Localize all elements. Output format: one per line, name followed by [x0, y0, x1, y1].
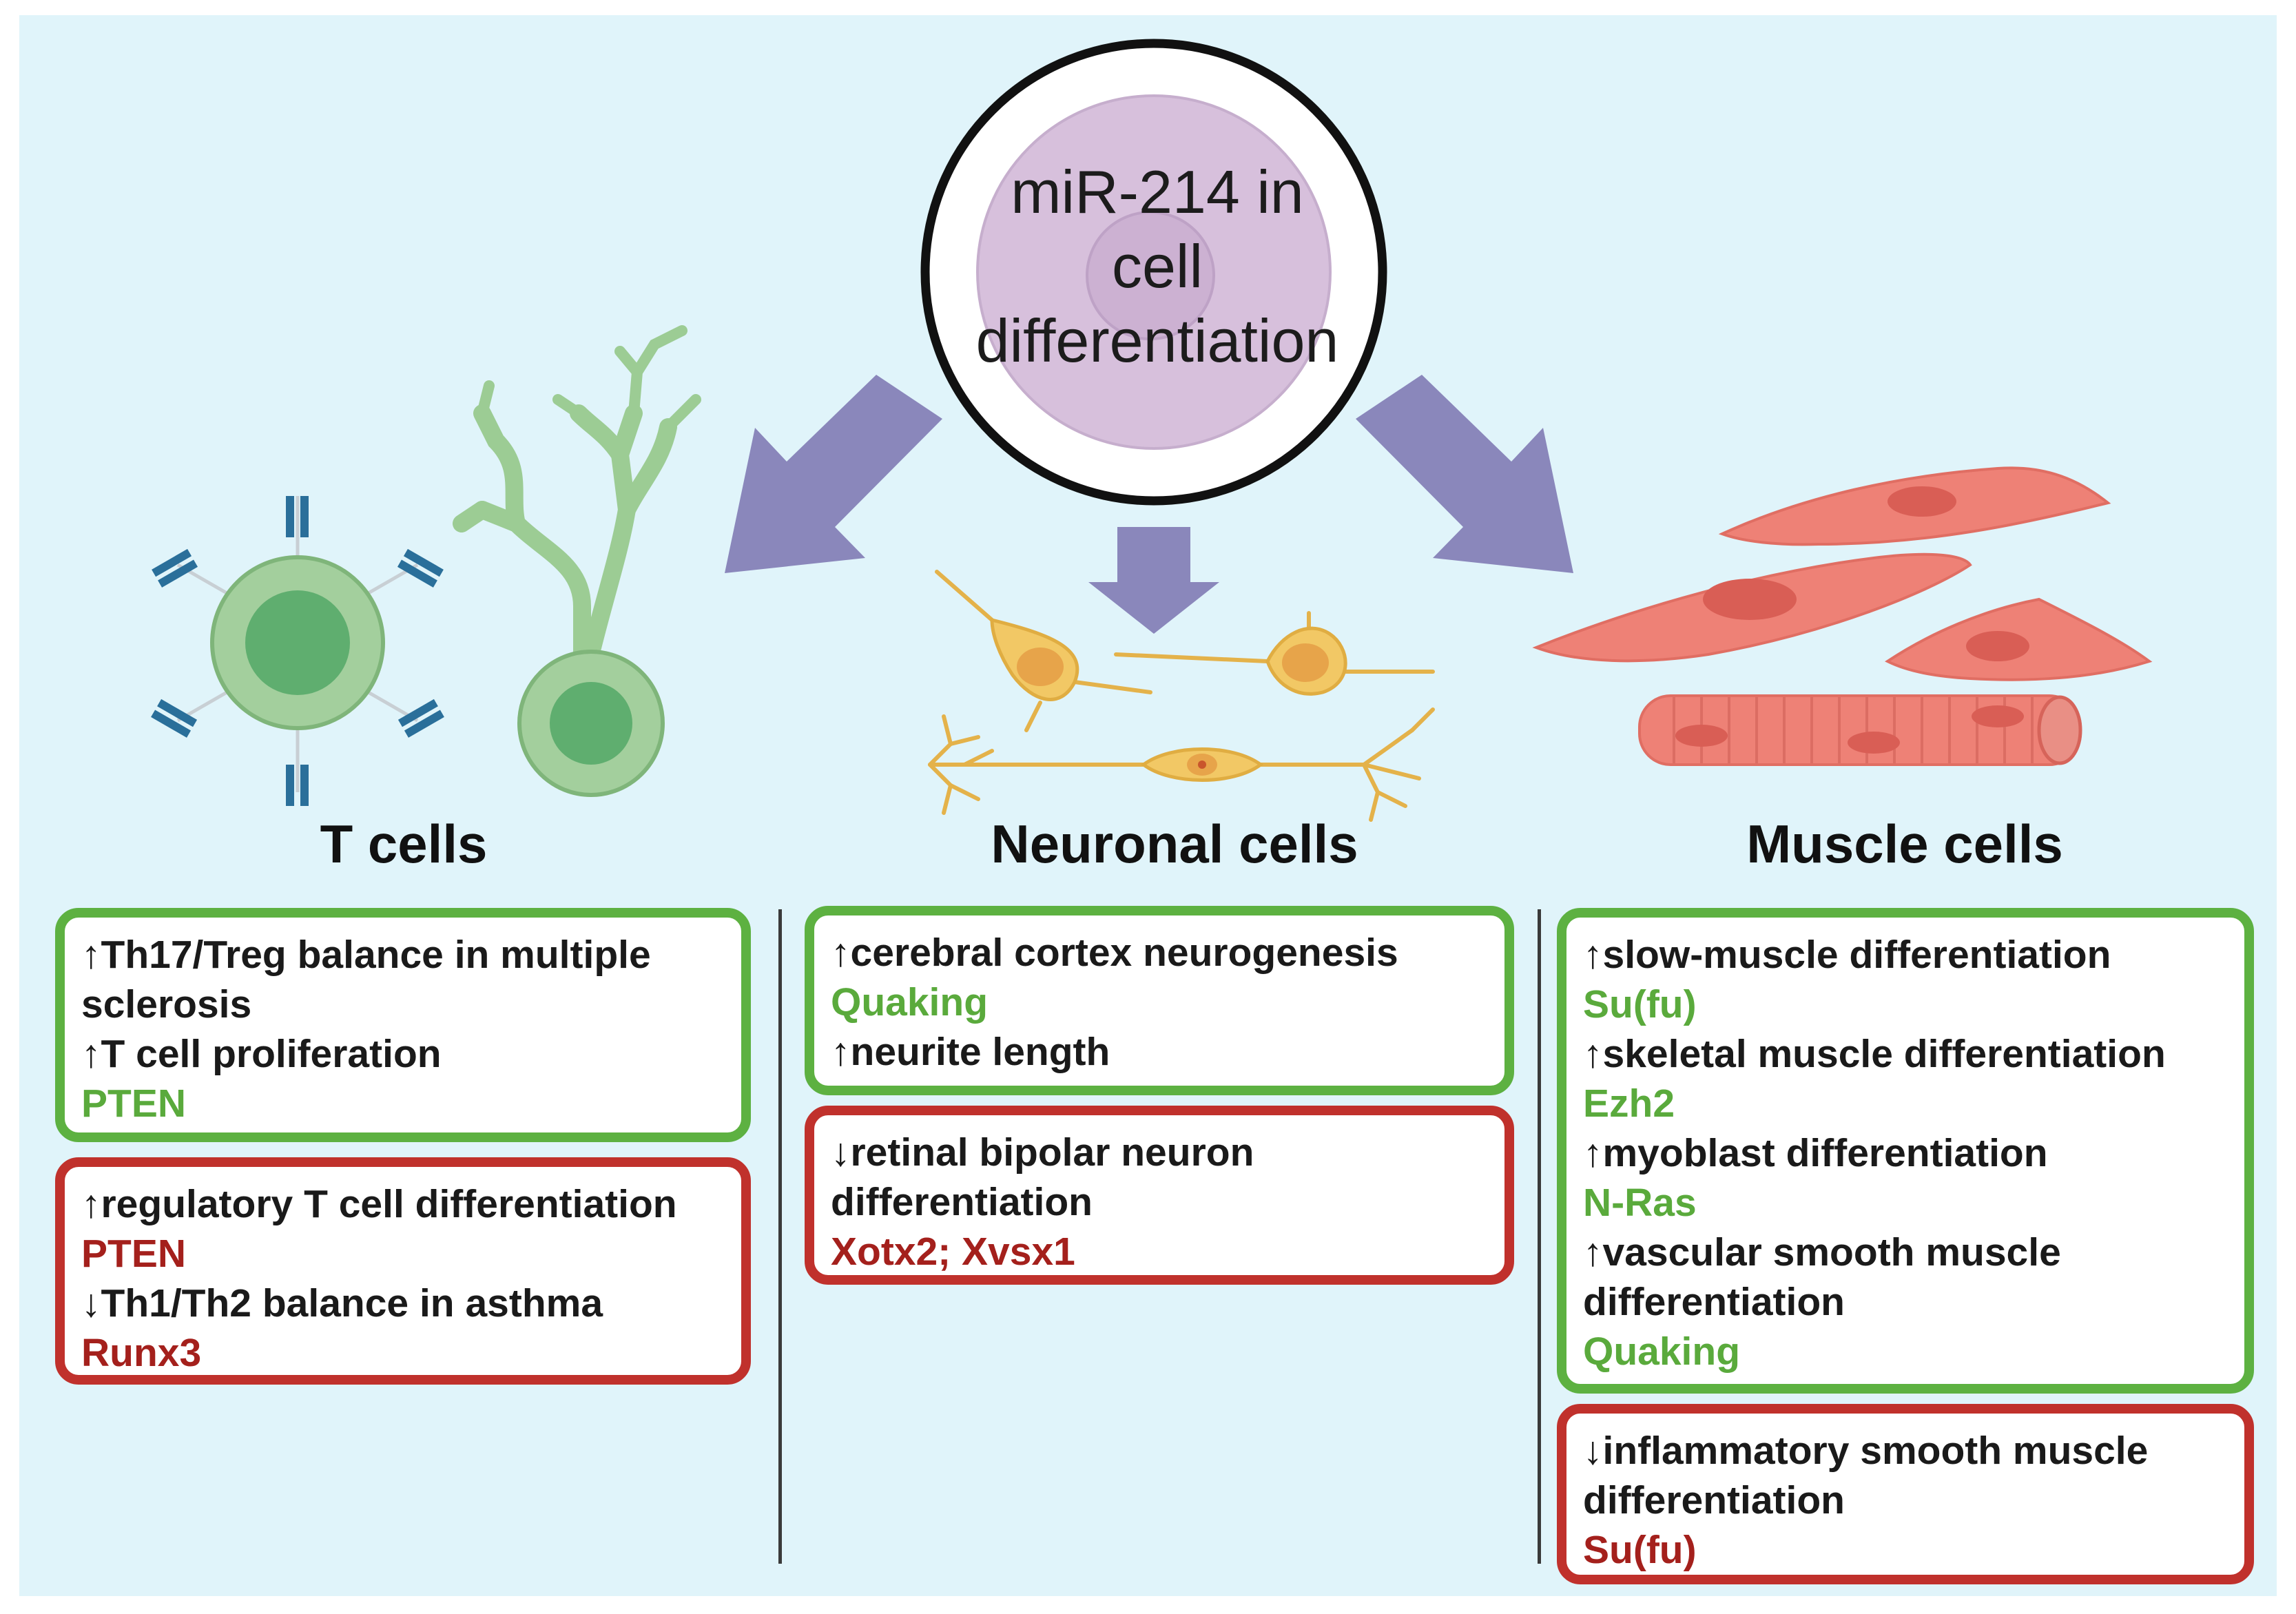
effect-text: differentiation — [1583, 1280, 1845, 1324]
center-title: miR-214 in cell differentiation — [975, 158, 1339, 375]
target-gene: PTEN — [81, 1082, 187, 1126]
effect-text: ↑vascular smooth muscle — [1583, 1230, 2061, 1274]
effect-text: differentiation — [1583, 1478, 1845, 1522]
target-gene: Quaking — [831, 980, 989, 1024]
t-cells-negative-box: ↑regulatory T cell differentiation PTEN … — [55, 1157, 751, 1385]
arrow-to-muscle-cells — [1356, 375, 1573, 573]
neuron-icons — [928, 570, 1435, 822]
muscle-positive-box: ↑slow-muscle differentiation Su(fu) ↑ske… — [1557, 908, 2254, 1394]
effect-text: ↑cerebral cortex neurogenesis — [831, 931, 1398, 975]
effect-text: ↑myoblast differentiation — [1583, 1131, 2048, 1175]
target-gene: Ezh2 — [1583, 1082, 1675, 1126]
dendritic-cell-icon — [453, 325, 701, 797]
neuronal-cells-title: Neuronal cells — [991, 814, 1358, 874]
effect-text: ↓retinal bipolar neuron — [831, 1130, 1254, 1175]
neuronal-positive-box: ↑cerebral cortex neurogenesis Quaking ↑n… — [805, 906, 1514, 1095]
effect-text: ↓inflammatory smooth muscle — [1583, 1429, 2149, 1473]
column-divider — [1538, 909, 1541, 1564]
central-cell-icon — [920, 39, 1387, 506]
t-cells-title: T cells — [320, 814, 488, 874]
effect-text: ↓Th1/Th2 balance in asthma — [81, 1281, 603, 1325]
arrow-to-t-cells — [725, 375, 942, 573]
effect-text: ↑skeletal muscle differentiation — [1583, 1032, 2166, 1076]
effect-text: differentiation — [831, 1180, 1093, 1224]
neuronal-negative-box: ↓retinal bipolar neuron differentiation … — [805, 1106, 1514, 1285]
muscle-cells-title: Muscle cells — [1746, 814, 2063, 874]
effect-text: sclerosis — [81, 982, 252, 1026]
muscle-negative-box: ↓inflammatory smooth muscle differentiat… — [1557, 1404, 2254, 1584]
target-gene: Runx3 — [81, 1331, 202, 1375]
t-cell-icon — [151, 496, 444, 806]
effect-text: ↑regulatory T cell differentiation — [81, 1182, 677, 1226]
column-divider — [778, 909, 782, 1564]
effect-text: ↑neurite length — [831, 1030, 1110, 1074]
arrow-to-neuronal-cells — [1088, 527, 1219, 634]
effect-text: ↑slow-muscle differentiation — [1583, 933, 2111, 977]
muscle-cell-icons — [1532, 466, 2153, 766]
target-gene: Su(fu) — [1583, 1528, 1697, 1572]
target-gene: Quaking — [1583, 1330, 1741, 1374]
target-gene: Su(fu) — [1583, 982, 1697, 1026]
effect-text: ↑Th17/Treg balance in multiple — [81, 933, 651, 977]
target-gene: PTEN — [81, 1232, 187, 1276]
t-cells-positive-box: ↑Th17/Treg balance in multiple sclerosis… — [55, 908, 751, 1142]
target-gene: Xotx2; Xvsx1 — [831, 1230, 1075, 1274]
target-gene: N-Ras — [1583, 1181, 1697, 1225]
effect-text: ↑T cell proliferation — [81, 1032, 442, 1076]
